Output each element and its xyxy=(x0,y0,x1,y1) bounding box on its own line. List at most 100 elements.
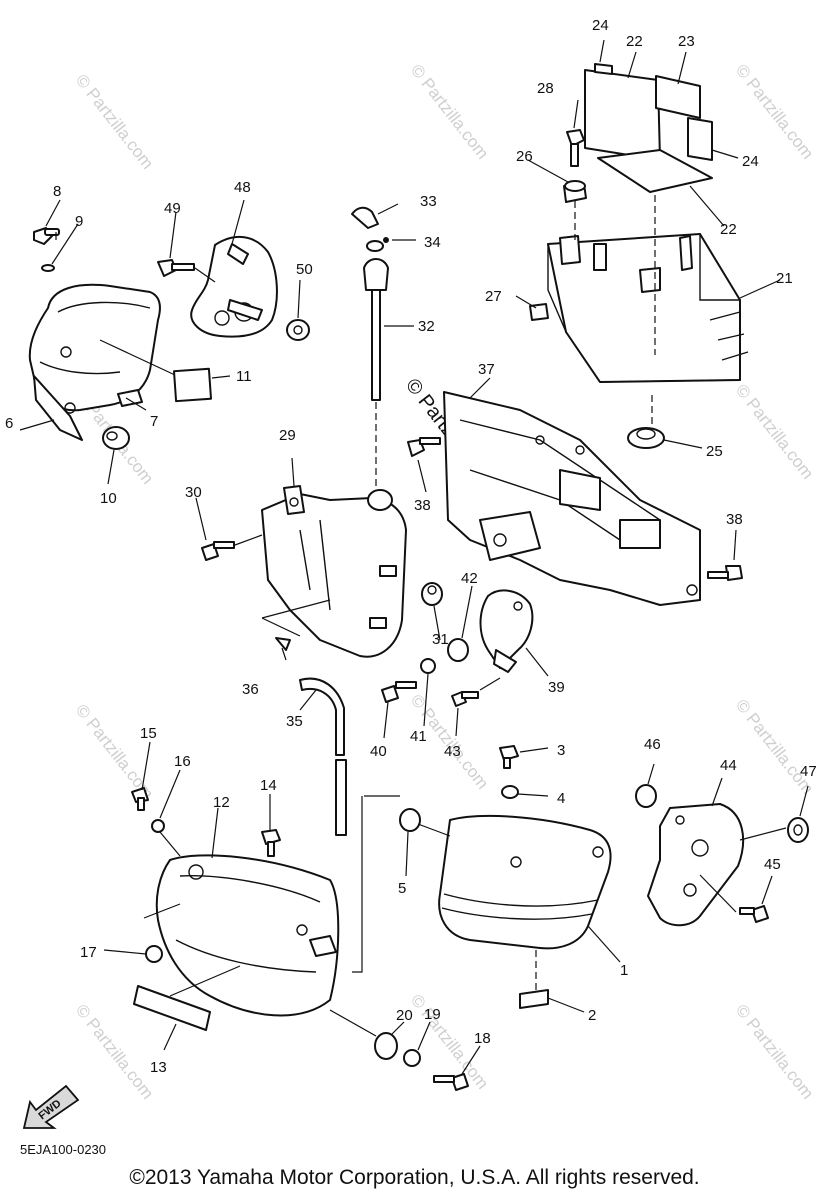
battery-pad-22-top xyxy=(584,69,661,161)
callout-27: 27 xyxy=(485,288,502,305)
callout-44: 44 xyxy=(720,757,737,774)
callout-30: 30 xyxy=(185,484,202,501)
collar-41 xyxy=(420,658,436,674)
callout-22-top: 22 xyxy=(626,33,643,50)
collar-4 xyxy=(501,785,519,799)
bolt-30 xyxy=(201,541,235,561)
washer-9 xyxy=(41,264,55,272)
callout-18: 18 xyxy=(474,1030,491,1047)
callout-22-bottom: 22 xyxy=(720,221,737,238)
hose-35 xyxy=(299,677,347,836)
callout-41: 41 xyxy=(410,728,427,745)
callout-28: 28 xyxy=(537,80,554,97)
callout-9: 9 xyxy=(75,213,83,230)
collar-17 xyxy=(145,945,163,963)
headlight-cover xyxy=(28,283,176,441)
callout-37: 37 xyxy=(478,361,495,378)
side-cover-1 xyxy=(438,814,612,950)
callout-21: 21 xyxy=(776,270,793,287)
callout-11: 11 xyxy=(236,368,252,385)
collar-19 xyxy=(403,1049,421,1067)
battery-pad-24-right xyxy=(687,117,713,161)
breather-pipe-32 xyxy=(363,258,389,401)
callout-34: 34 xyxy=(424,234,441,251)
bolt-15 xyxy=(131,787,149,811)
watermark: © Partzilla.com xyxy=(407,61,493,163)
tank-29 xyxy=(261,485,407,658)
damper-5 xyxy=(399,808,421,832)
watermark: © Partzilla.com xyxy=(732,1001,818,1103)
callout-19: 19 xyxy=(424,1006,441,1023)
callout-12: 12 xyxy=(213,794,230,811)
damper-42 xyxy=(447,638,469,662)
callout-46: 46 xyxy=(644,736,661,753)
callout-25: 25 xyxy=(706,443,723,460)
hose-33 xyxy=(351,206,379,229)
battery-pad-22-bottom xyxy=(597,149,713,193)
callout-10: 10 xyxy=(100,490,117,507)
bracket-39 xyxy=(479,589,534,673)
bolt-49 xyxy=(157,259,195,277)
bolt-3 xyxy=(499,745,519,769)
callout-6: 6 xyxy=(5,415,13,432)
callout-2: 2 xyxy=(588,1007,596,1024)
watermark: © Partzilla.com xyxy=(732,696,818,798)
callout-15: 15 xyxy=(140,725,157,742)
damper-26 xyxy=(563,180,587,203)
clip-36 xyxy=(275,637,291,651)
callout-43: 43 xyxy=(444,743,461,760)
exploded-parts-diagram: © Partzilla.com © Partzilla.com © Partzi… xyxy=(5,17,818,1129)
watermark: © Partzilla.com xyxy=(72,71,158,173)
clip-34 xyxy=(366,237,389,252)
callout-33: 33 xyxy=(420,193,437,210)
bolt-43 xyxy=(451,691,479,707)
callout-8: 8 xyxy=(53,183,61,200)
callout-50: 50 xyxy=(296,261,313,278)
watermark: © Partzilla.com xyxy=(732,381,818,483)
emblem-2 xyxy=(519,989,549,1009)
collar-27 xyxy=(529,303,549,321)
callout-45: 45 xyxy=(764,856,781,873)
battery-pad-23 xyxy=(655,75,701,119)
callout-numbers: 1 2 3 4 5 6 7 8 9 10 11 12 13 14 15 16 1… xyxy=(5,17,817,1076)
damper-31 xyxy=(421,582,443,606)
bolt-28 xyxy=(566,129,585,167)
bracket-44 xyxy=(647,803,745,927)
callout-40: 40 xyxy=(370,743,387,760)
emblem-13 xyxy=(133,985,211,1031)
drawing-code: 5EJA100-0230 xyxy=(20,1142,107,1157)
callout-29: 29 xyxy=(279,427,296,444)
side-cover-12 xyxy=(155,854,340,1017)
damper-7 xyxy=(117,389,143,407)
callout-7: 7 xyxy=(150,413,158,430)
bolt-8 xyxy=(33,227,60,245)
callout-38-right: 38 xyxy=(726,511,743,528)
bolt-14 xyxy=(261,829,281,857)
callout-26: 26 xyxy=(516,148,533,165)
callout-48: 48 xyxy=(234,179,251,196)
leader-lines xyxy=(19,39,809,1075)
callout-38-upper: 38 xyxy=(414,497,431,514)
callout-36: 36 xyxy=(242,681,259,698)
callout-39: 39 xyxy=(548,679,565,696)
bolt-18 xyxy=(433,1073,469,1091)
callout-32: 32 xyxy=(418,318,435,335)
fwd-arrow-icon: FWD xyxy=(22,1084,80,1129)
bolt-38-upper xyxy=(407,437,441,457)
callout-4: 4 xyxy=(557,790,565,807)
bolt-38-right xyxy=(707,565,743,581)
callout-13: 13 xyxy=(150,1059,167,1076)
washer-16 xyxy=(151,819,165,833)
watermark: © Partzilla.com xyxy=(72,1001,158,1103)
damper-20 xyxy=(374,1032,398,1060)
callout-47: 47 xyxy=(800,763,817,780)
callout-1: 1 xyxy=(620,962,628,979)
grommet-10 xyxy=(102,426,130,450)
label-11 xyxy=(172,367,213,403)
washer-47 xyxy=(787,817,809,843)
callout-17: 17 xyxy=(80,944,97,961)
callout-16: 16 xyxy=(174,753,191,770)
callout-5: 5 xyxy=(398,880,406,897)
callout-20: 20 xyxy=(396,1007,413,1024)
